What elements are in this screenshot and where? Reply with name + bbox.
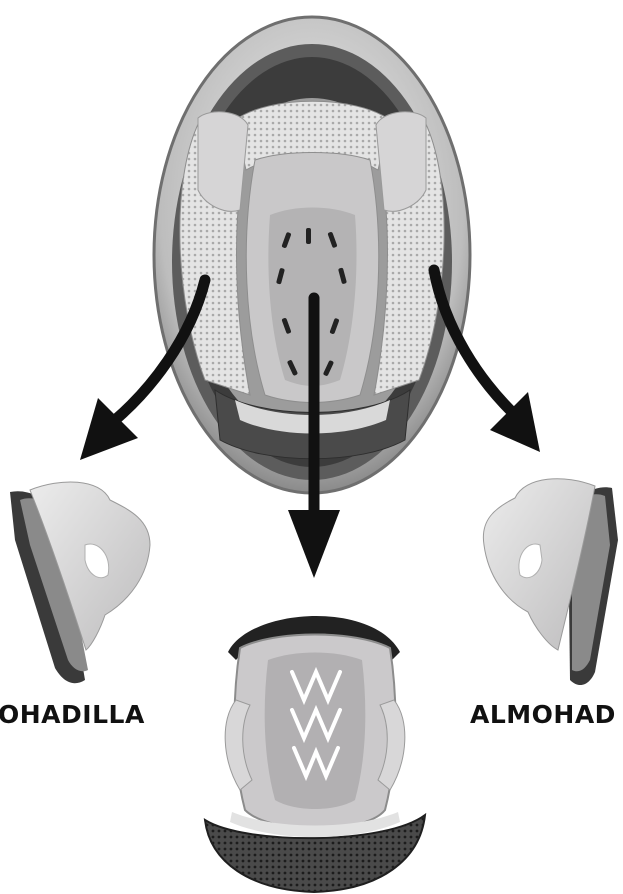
cheek-pad-image [483, 479, 618, 685]
comfort-liner-image [205, 604, 425, 893]
left-cheek-pad-label: OHADILLA [0, 700, 145, 729]
cheek-pad-image [10, 482, 150, 683]
right-cheek-pad-label: ALMOHAD [470, 700, 616, 729]
